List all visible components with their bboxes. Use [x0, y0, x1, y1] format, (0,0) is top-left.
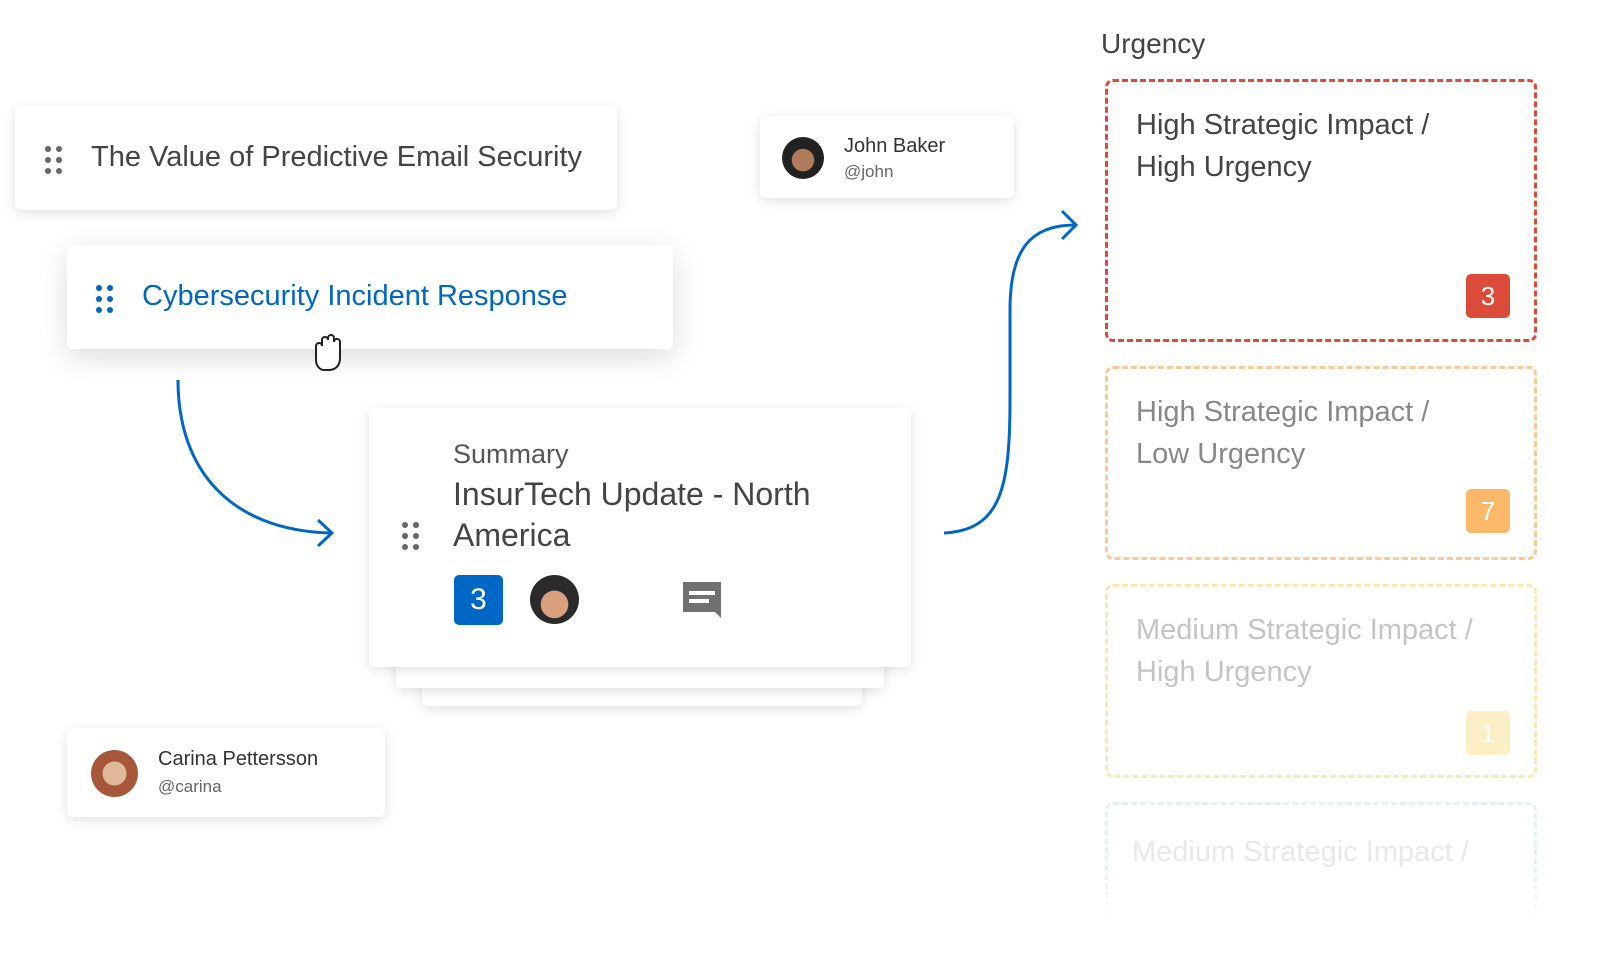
- arrow-up-right: [943, 223, 1076, 535]
- arrow-down-right: [176, 379, 331, 535]
- avatar: [91, 750, 138, 797]
- user-handle: @john: [844, 162, 894, 181]
- zone-count-badge: 1: [1466, 711, 1510, 755]
- summary-card[interactable]: Summary InsurTech Update - North America…: [369, 408, 911, 667]
- zone-title: Medium Strategic Impact /: [1132, 836, 1469, 868]
- user-handle: @carina: [158, 777, 222, 796]
- card-predictive-email-security[interactable]: The Value of Predictive Email Security: [15, 106, 617, 210]
- drag-handle-icon[interactable]: [96, 285, 113, 313]
- user-name: John Baker: [844, 135, 946, 157]
- zone-count-badge: 7: [1466, 489, 1510, 533]
- user-card-carina[interactable]: Carina Pettersson @carina: [67, 728, 385, 817]
- summary-label: Summary: [453, 439, 569, 469]
- grab-cursor-icon: [315, 334, 341, 371]
- zone-title: High Strategic Impact / Low Urgency: [1136, 396, 1430, 470]
- drop-zone-high-low[interactable]: High Strategic Impact / Low Urgency 7: [1105, 366, 1537, 560]
- user-name: Carina Pettersson: [158, 748, 319, 770]
- arrow-head-icon: [316, 518, 335, 548]
- avatar: [782, 137, 824, 179]
- drag-handle-icon[interactable]: [45, 146, 62, 174]
- arrow-head-icon: [1060, 209, 1079, 241]
- zone-count-badge: 3: [1466, 274, 1510, 318]
- drop-zone-medium-high[interactable]: Medium Strategic Impact / High Urgency 1: [1105, 584, 1537, 778]
- card-title: The Value of Predictive Email Security: [91, 141, 583, 173]
- card-title: Cybersecurity Incident Response: [142, 280, 568, 312]
- user-card-john[interactable]: John Baker @john: [760, 116, 1014, 198]
- comment-icon[interactable]: [681, 580, 723, 622]
- drop-zone-medium-low[interactable]: Medium Strategic Impact /: [1105, 802, 1537, 922]
- urgency-heading: Urgency: [1101, 28, 1206, 59]
- avatar: [530, 575, 579, 624]
- zone-title: Medium Strategic Impact / High Urgency: [1136, 614, 1473, 688]
- summary-title: InsurTech Update - North America: [453, 476, 811, 553]
- count-badge: 3: [454, 575, 503, 625]
- zone-title: High Strategic Impact / High Urgency: [1136, 109, 1430, 183]
- drag-handle-icon[interactable]: [402, 522, 419, 550]
- card-cybersecurity-incident-response[interactable]: Cybersecurity Incident Response: [67, 245, 673, 349]
- drop-zone-high-high[interactable]: High Strategic Impact / High Urgency 3: [1105, 79, 1537, 342]
